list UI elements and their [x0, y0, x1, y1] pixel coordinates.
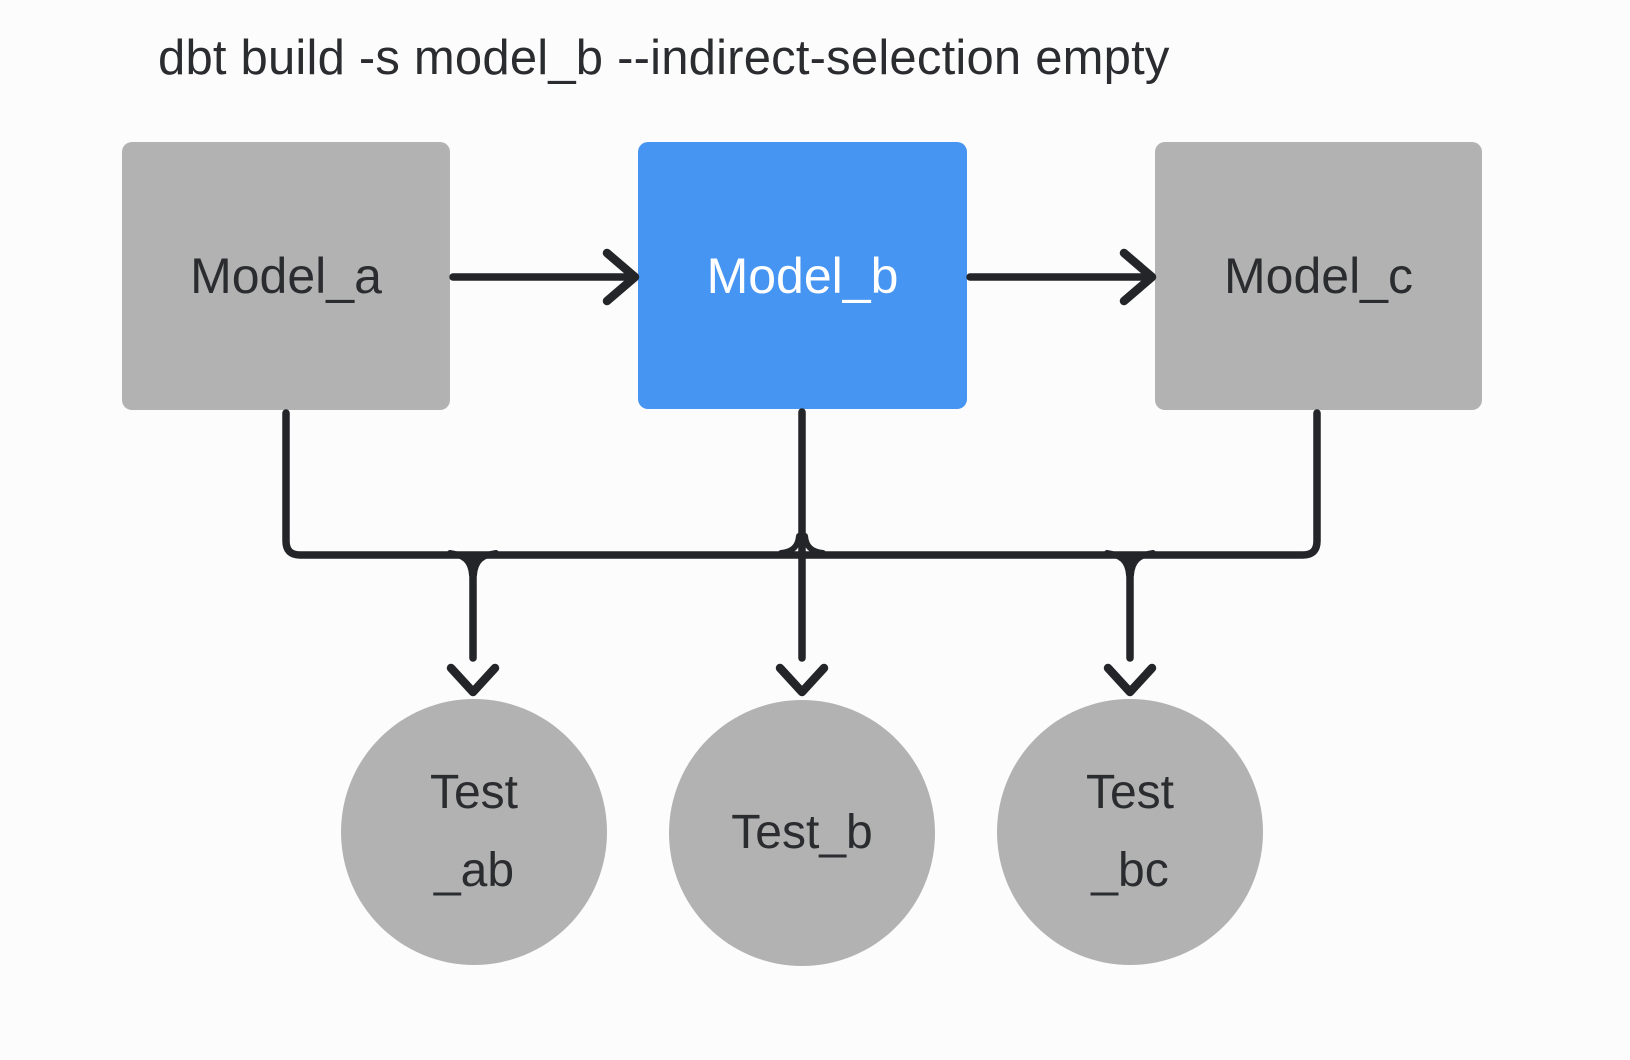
arrowhead-test-ab-icon: [446, 663, 500, 697]
test-bc-label-line2: _bc: [1091, 844, 1169, 897]
arrowhead-test-b-icon: [775, 663, 829, 697]
rail-fillet-right-test-ab: [471, 550, 499, 578]
test-b-label: Test_b: [731, 806, 873, 859]
test-ab-label-line2: _ab: [433, 844, 515, 897]
model-b-label: Model_b: [706, 247, 899, 304]
model-a-label: Model_a: [190, 248, 382, 304]
rail-fillet-left-test-bc: [1104, 550, 1132, 578]
diagram-title: dbt build -s model_b --indirect-selectio…: [158, 31, 1170, 85]
test-bc-label-line1: Test: [1085, 766, 1175, 819]
model-c-node: Model_c: [1155, 142, 1482, 410]
model-a-node: Model_a: [122, 142, 450, 410]
rail-fillet-right-test-bc: [1128, 550, 1156, 578]
arrowhead-test-bc-icon: [1103, 663, 1157, 697]
test-ab-label-line1: Test: [429, 766, 519, 819]
edge-rail-model-a-to-model-c: [282, 409, 1321, 559]
arrowhead-model-c-icon: [1119, 248, 1157, 306]
test-b-node: Test_b: [669, 700, 935, 966]
arrowhead-model-b-icon: [602, 248, 640, 306]
model-c-label: Model_c: [1224, 248, 1413, 304]
rail-fillet-right-model-b: [802, 533, 826, 556]
rail-fillet-left-test-ab: [447, 550, 475, 578]
model-b-node-selected: Model_b: [638, 142, 967, 409]
test-bc-node: Test _bc: [997, 699, 1263, 965]
rail-fillet-left-model-b: [778, 533, 802, 556]
test-ab-node: Test _ab: [341, 699, 607, 965]
